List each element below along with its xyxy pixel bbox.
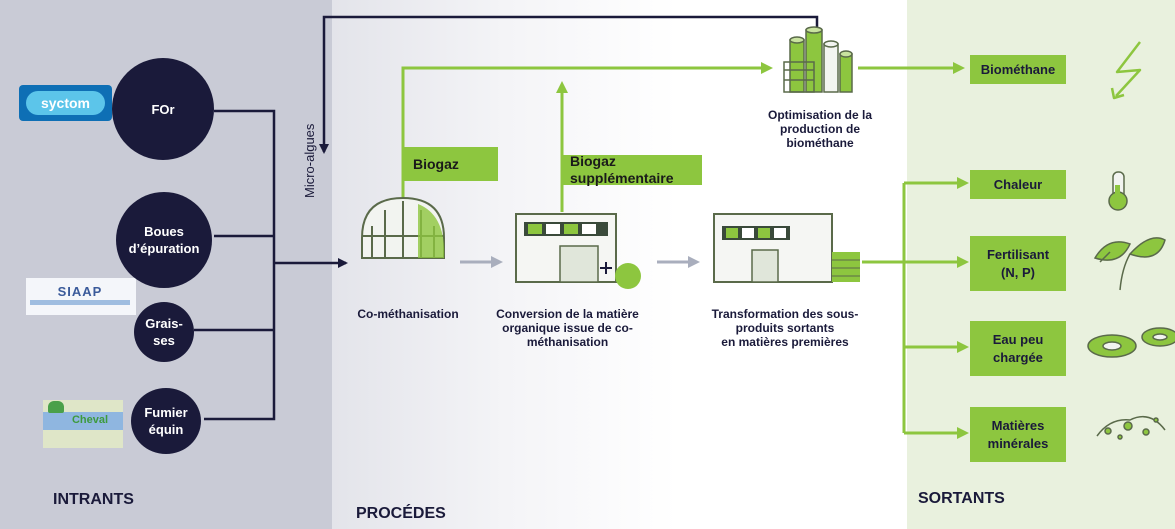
logo-siaap — [26, 278, 136, 315]
output-chaleur: Chaleur — [970, 170, 1066, 199]
section-sortants: SORTANTS — [918, 490, 1005, 507]
water-discs-icon — [1087, 327, 1175, 358]
biogaz-label: Biogaz — [403, 147, 498, 181]
logo-cheval-text: Cheval — [71, 414, 109, 426]
output-fertilisant-label: Fertilisant (N, P) — [986, 246, 1050, 280]
logo-cheval-band — [43, 412, 123, 430]
output-biomethane: Biométhane — [970, 55, 1066, 84]
intrant-boues: Boues d’épuration — [116, 192, 212, 288]
logo-siaap-text: SIAAP — [57, 284, 103, 299]
logo-siaap-wave — [30, 300, 130, 305]
output-fertilisant: Fertilisant (N, P) — [970, 236, 1066, 291]
thermometer-icon — [1108, 171, 1128, 211]
logo-cheval-horse — [48, 401, 64, 413]
intrant-fumier-label: Fumier équin — [144, 405, 188, 437]
conversion-building-icon — [515, 213, 641, 289]
output-eau: Eau peu chargée — [970, 321, 1066, 376]
intrant-graisses-label: Grais- ses — [145, 316, 183, 348]
dome-icon — [361, 196, 445, 259]
biogaz-supp-label: Biogaz supplémentaire — [562, 153, 702, 186]
intrant-graisses: Grais- ses — [134, 302, 194, 362]
minerals-icon — [1096, 415, 1166, 440]
leaves-icon — [1093, 237, 1166, 291]
output-mineraux-label: Matières minérales — [987, 417, 1049, 451]
caption-comethanisation: Co-méthanisation — [357, 307, 459, 321]
intrant-boues-label: Boues d’épuration — [128, 224, 200, 256]
output-mineraux: Matières minérales — [970, 407, 1066, 462]
caption-conversion: Conversion de la matière organique issue… — [496, 307, 639, 349]
output-eau-label: Eau peu chargée — [992, 331, 1044, 365]
section-procedes: PROCÉDES — [356, 505, 446, 522]
biogaz-supp-text: Biogaz supplémentaire — [570, 153, 674, 186]
caption-transformation: Transformation des sous- produits sortan… — [711, 307, 859, 349]
transformation-building-icon — [713, 213, 860, 283]
caption-optimisation: Optimisation de la production de biométh… — [767, 108, 872, 150]
optimisation-tanks-icon — [783, 26, 853, 93]
lightning-icon — [1110, 41, 1142, 100]
intrant-fumier: Fumier équin — [131, 388, 201, 454]
section-intrants: INTRANTS — [53, 491, 134, 508]
logo-syctom-badge: syctom — [26, 91, 105, 115]
intrant-for: FOr — [112, 58, 214, 160]
